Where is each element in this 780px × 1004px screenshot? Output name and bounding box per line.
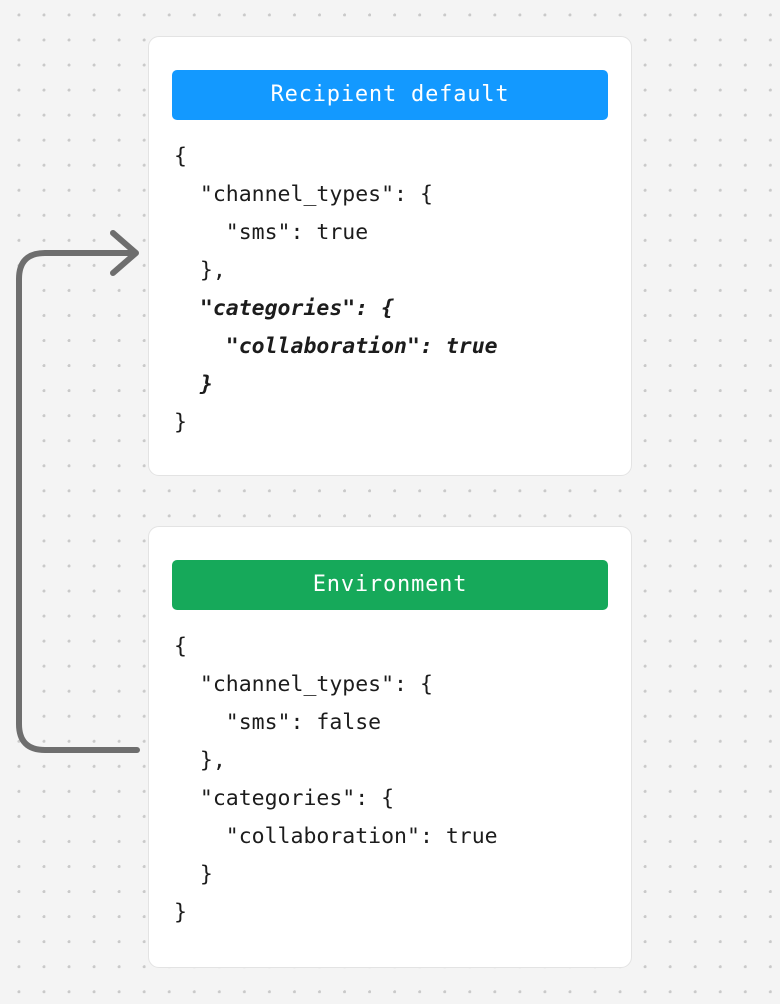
json-line: } (174, 900, 187, 925)
json-line: "categories": { (174, 786, 395, 811)
arrowhead-icon (110, 230, 139, 276)
card-title-recipient-default: Recipient default (270, 82, 510, 107)
json-line: "categories": { (174, 296, 395, 321)
card-header-recipient-default: Recipient default (172, 70, 608, 120)
card-environment[interactable]: Environment { "channel_types": { "sms": … (148, 526, 632, 968)
json-body-environment: { "channel_types": { "sms": false }, "ca… (174, 628, 619, 932)
inheritance-arrow-path (16, 250, 140, 753)
card-title-environment: Environment (312, 572, 468, 597)
json-line: "collaboration": true (174, 824, 498, 849)
json-line: { (174, 634, 187, 659)
card-header-environment: Environment (172, 560, 608, 610)
json-line: "channel_types": { (174, 182, 433, 207)
json-line: } (174, 372, 213, 397)
json-line: }, (174, 258, 226, 283)
json-line: }, (174, 748, 226, 773)
json-line: } (174, 862, 213, 887)
json-line: "sms": false (174, 710, 382, 735)
json-line: } (174, 410, 187, 435)
json-line: { (174, 144, 187, 169)
card-recipient-default[interactable]: Recipient default { "channel_types": { "… (148, 36, 632, 476)
json-body-recipient-default: { "channel_types": { "sms": true }, "cat… (174, 138, 619, 442)
json-line: "channel_types": { (174, 672, 433, 697)
json-line: "collaboration": true (174, 334, 498, 359)
json-line: "sms": true (174, 220, 369, 245)
